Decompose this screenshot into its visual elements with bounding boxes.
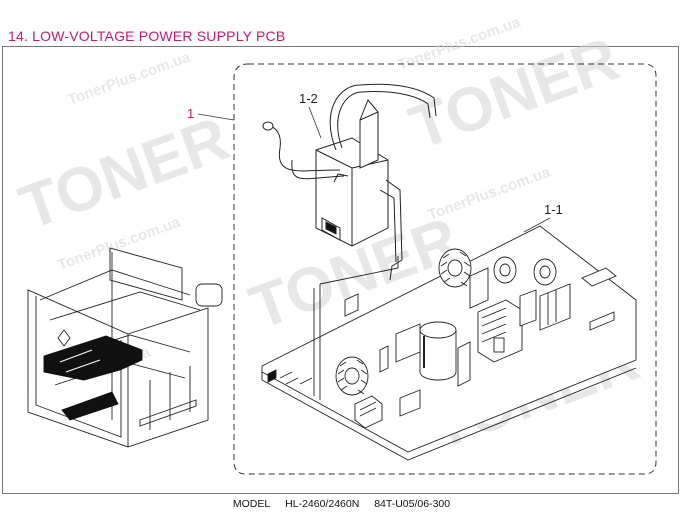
diagram-frame [2,46,679,494]
watermark-site-1: TonerPlus.com.ua [66,48,194,108]
model-label: MODEL [232,498,271,510]
assembly-boundary [233,63,657,475]
callout-1-label: 1 [187,106,194,121]
watermark-brand-1: TONER [11,104,237,243]
harness-connector-illustration [262,83,437,281]
model-value: HL-2460/2460N [285,498,360,510]
callout-1-1-label: 1-1 [544,202,563,217]
callout-1-leader [197,113,235,121]
printer-frame-illustration [27,247,223,448]
callout-1-2-leader [308,106,322,139]
pcb-board-illustration [261,225,637,461]
page-footer: MODEL HL-2460/2460N 84T-U05/06-300 [0,498,683,510]
callout-1-1-leader [523,217,551,233]
watermark-site-3: TonerPlus.com.ua [426,163,554,223]
callout-1-2-label: 1-2 [299,91,318,106]
page-title: 14. LOW-VOLTAGE POWER SUPPLY PCB [8,28,286,44]
doc-code: 84T-U05/06-300 [374,498,451,510]
